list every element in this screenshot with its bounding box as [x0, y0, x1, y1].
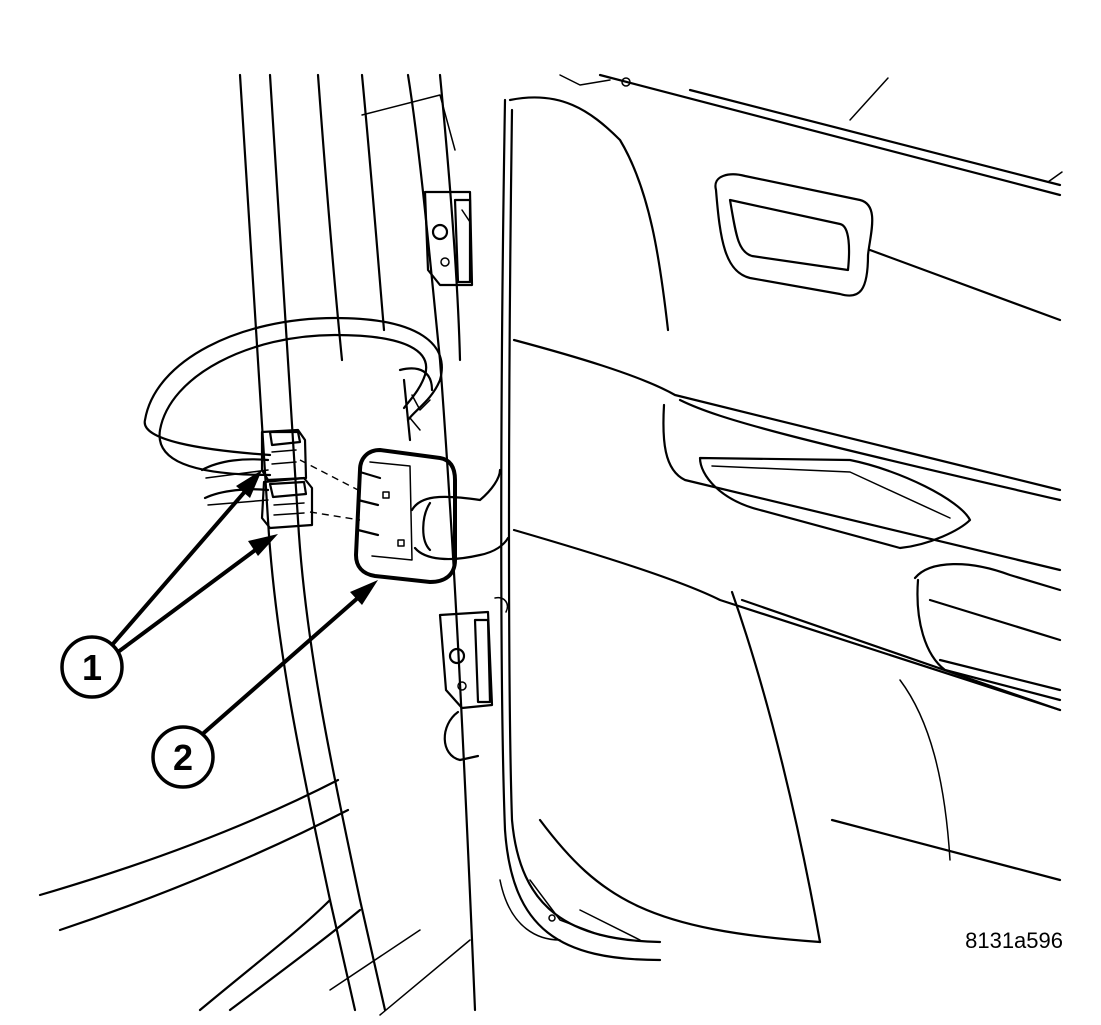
front-door: [499, 73, 1063, 962]
door-opening-frame: [38, 73, 477, 1016]
lower-hinge: [438, 596, 509, 762]
wiring-harness: [143, 316, 443, 506]
callout-1-label: 1: [82, 647, 102, 688]
connector-alignment-lines: [299, 459, 363, 521]
door-harness-connector: [354, 448, 510, 584]
callout-1-leaders: [110, 470, 278, 654]
figure-id: 8131a596: [965, 928, 1063, 953]
upper-hinge: [423, 190, 474, 287]
callout-2-leader: [196, 580, 378, 740]
pillar-harness-connectors: [260, 428, 314, 530]
callout-2: 2: [151, 725, 215, 789]
callout-2-label: 2: [173, 737, 193, 778]
callout-1: 1: [60, 635, 124, 699]
